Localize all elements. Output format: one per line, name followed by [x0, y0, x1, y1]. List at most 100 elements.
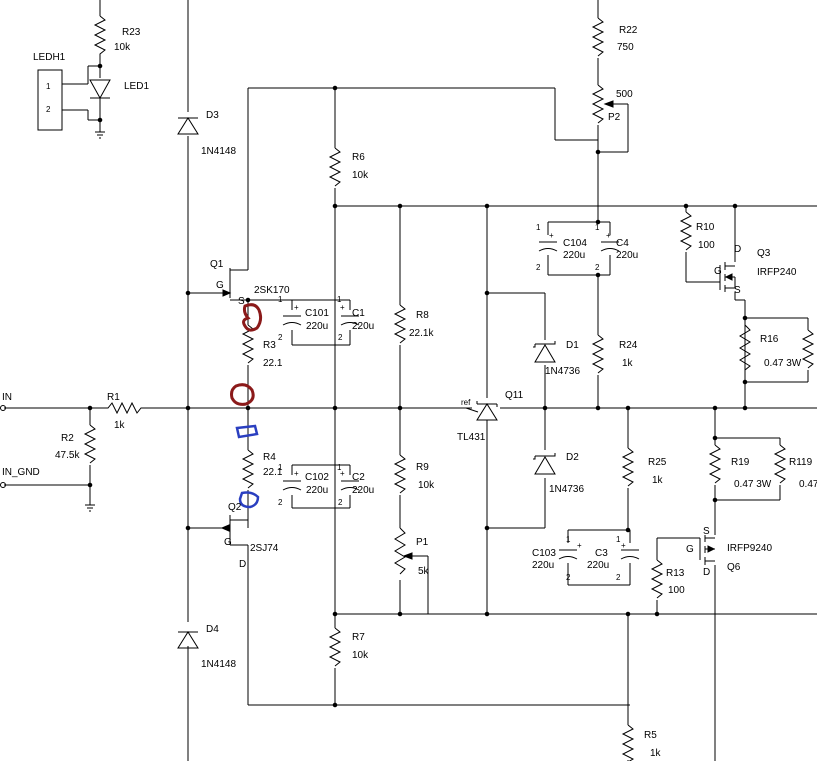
value-r13: 100 [668, 585, 685, 596]
capacitor-C101 [282, 315, 302, 326]
label-d4: D4 [206, 624, 219, 635]
in-terminal [0, 405, 6, 411]
label-r8: R8 [416, 310, 429, 321]
pin-q1-s: S [238, 296, 245, 307]
resistor-R19 [708, 444, 722, 484]
capacitor-C4 [600, 241, 620, 252]
value-p1: 5k [418, 566, 430, 577]
label-r7: R7 [352, 632, 365, 643]
value-c104: 220u [563, 250, 585, 261]
svg-text:+: + [621, 541, 626, 550]
label-r3: R3 [263, 340, 276, 351]
resistor-R7 [328, 627, 342, 667]
pin-q3-d: D [734, 244, 741, 255]
value-r3: 22.1 [263, 358, 283, 369]
label-c104: C104 [563, 238, 587, 249]
capacitor-C102 [282, 480, 302, 491]
value-r22: 750 [617, 42, 634, 53]
value-d3: 1N4148 [201, 146, 236, 157]
svg-text:2: 2 [536, 263, 541, 272]
capacitor-C1 [340, 315, 360, 326]
value-q11: TL431 [457, 432, 486, 443]
resistor-R10 [679, 211, 693, 251]
value-r6: 10k [352, 170, 369, 181]
capacitor-markers: 1 + 2 1 + 2 1 + 2 1 + 2 1 + 2 1 + 2 1 + … [278, 223, 626, 582]
pin-q2-g: G [224, 537, 232, 548]
value-r16: 0.47 3W [764, 358, 802, 369]
blue-mark-2 [238, 491, 260, 509]
label-c1: C1 [352, 308, 365, 319]
svg-text:1: 1 [278, 463, 283, 472]
label-ledh1-pin1: 1 [46, 82, 51, 91]
value-d4: 1N4148 [201, 659, 236, 670]
label-p1: P1 [416, 537, 429, 548]
resistor-R2 [83, 424, 97, 464]
value-d1: 1N4736 [545, 366, 580, 377]
capacitor-C103 [558, 549, 578, 560]
value-r119: 0.47 [799, 479, 817, 490]
resistor-R24 [591, 334, 605, 374]
label-q11: Q11 [505, 390, 524, 401]
svg-text:2: 2 [616, 573, 621, 582]
resistor-R22 [591, 17, 605, 57]
mosfet-Q3 [719, 262, 736, 292]
capacitor-C104 [538, 241, 558, 252]
resistor-P2 [591, 84, 605, 124]
tl431-icon [476, 401, 498, 421]
label-p2: P2 [608, 112, 621, 123]
label-q2: Q2 [228, 502, 242, 513]
resistor-R8 [393, 304, 407, 344]
svg-text:1: 1 [278, 295, 283, 304]
pin-q6-g: G [686, 544, 694, 555]
zener-D1 [533, 341, 556, 363]
pin-q3-g: G [714, 266, 722, 277]
label-r24: R24 [619, 340, 638, 351]
label-r119: R119 [789, 457, 813, 468]
svg-text:+: + [294, 303, 299, 312]
value-r10: 100 [698, 240, 715, 251]
label-r22: R22 [619, 25, 638, 36]
value-r23: 10k [114, 42, 131, 53]
svg-text:2: 2 [338, 498, 343, 507]
resistor-R16b [801, 329, 815, 369]
label-r5: R5 [644, 730, 657, 741]
zener-D2 [533, 453, 556, 475]
value-q3: IRFP240 [757, 267, 797, 278]
pin-q2-d: D [239, 559, 246, 570]
label-c2: C2 [352, 472, 365, 483]
value-r2: 47.5k [55, 450, 80, 461]
value-r9: 10k [418, 480, 435, 491]
value-q6: IRFP9240 [727, 543, 772, 554]
label-c102: C102 [305, 472, 329, 483]
label-c4: C4 [616, 238, 629, 249]
resistor-R1 [100, 401, 145, 415]
label-r10: R10 [696, 222, 715, 233]
svg-text:+: + [577, 541, 582, 550]
svg-text:2: 2 [278, 333, 283, 342]
label-r16: R16 [760, 334, 779, 345]
label-r25: R25 [648, 457, 667, 468]
label-q1: Q1 [210, 259, 224, 270]
value-r24: 1k [622, 358, 634, 369]
resistor-R13 [650, 559, 664, 599]
svg-text:+: + [606, 231, 611, 240]
junction-dots [87, 63, 748, 708]
svg-text:+: + [549, 231, 554, 240]
label-r23: R23 [122, 27, 141, 38]
resistor-R4 [241, 449, 255, 489]
label-q6: Q6 [727, 562, 741, 573]
diode-D4 [177, 631, 199, 649]
value-r8: 22.1k [409, 328, 434, 339]
value-q1: 2SK170 [254, 285, 290, 296]
label-in-gnd: IN_GND [2, 467, 40, 478]
red-mark-2 [230, 383, 255, 406]
value-d2: 1N4736 [549, 484, 584, 495]
label-ledh1: LEDH1 [33, 52, 66, 63]
components [0, 15, 815, 761]
label-r19: R19 [731, 457, 750, 468]
svg-text:2: 2 [595, 263, 600, 272]
pin-q6-s: S [703, 526, 710, 537]
svg-text:1: 1 [566, 535, 571, 544]
resistor-R9 [393, 454, 407, 494]
